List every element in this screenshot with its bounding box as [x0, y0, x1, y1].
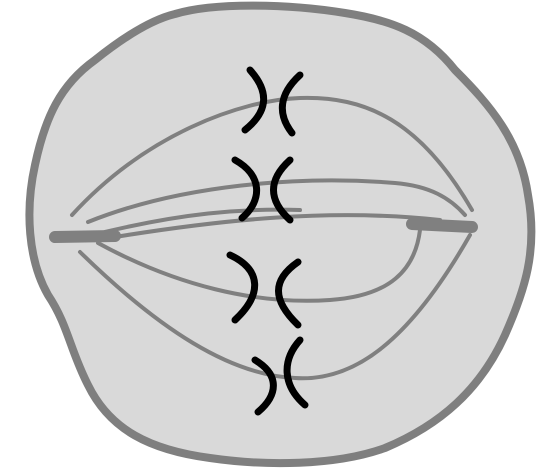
centrosome-right: [412, 224, 472, 227]
centrosome-left: [55, 236, 115, 237]
